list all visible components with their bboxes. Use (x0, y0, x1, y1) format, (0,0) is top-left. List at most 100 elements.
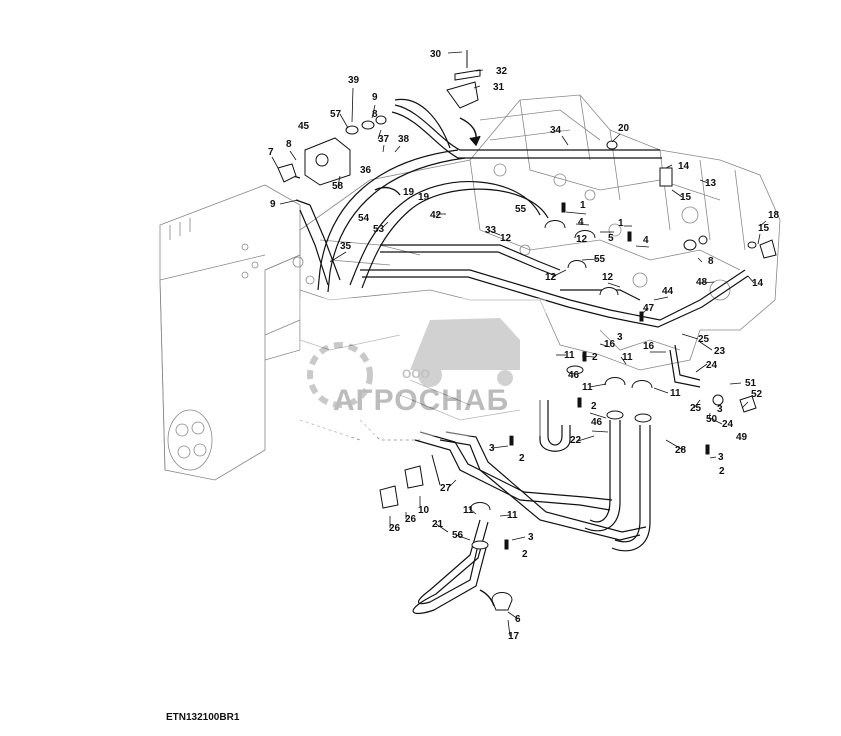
leader-line (757, 233, 761, 245)
callout-label: 11 (507, 510, 518, 521)
leader-line (699, 179, 709, 184)
callout-label: 24 (722, 419, 734, 430)
leader-line (599, 343, 611, 348)
leader-line (611, 133, 621, 143)
callout-label: 3 (489, 443, 495, 454)
leader-line (665, 439, 684, 451)
leader-line (577, 435, 595, 442)
leader-line (729, 382, 742, 385)
leader-line (607, 282, 621, 288)
leader-line (435, 523, 449, 533)
leader-line (581, 258, 598, 261)
leader-line (447, 479, 457, 489)
callout-label: 25 (690, 403, 702, 414)
callout-label: 7 (268, 147, 274, 158)
callout-label: 4 (578, 217, 584, 228)
leader-line (699, 341, 713, 351)
callout-label: 34 (550, 125, 562, 136)
callout-label: 38 (398, 134, 410, 145)
callout-label: 53 (373, 224, 385, 235)
callout-label: 22 (570, 435, 582, 446)
leader-line (697, 257, 703, 263)
callout-label: 47 (643, 303, 655, 314)
leader-line (473, 85, 481, 89)
callout-label: 28 (675, 445, 687, 456)
callout-label: 49 (736, 432, 748, 443)
callout-label: 19 (418, 192, 430, 203)
leader-line (329, 251, 347, 263)
leader-line (671, 189, 683, 198)
callout-label: 42 (430, 210, 442, 221)
leader-line (289, 150, 297, 161)
leader-line (665, 164, 673, 169)
callout-label: 13 (705, 178, 717, 189)
callout-label: 57 (330, 109, 342, 120)
leader-line (507, 611, 519, 620)
callout-label: 1 (618, 218, 624, 229)
leader-line (681, 333, 699, 340)
leader-line (499, 514, 511, 517)
leader-line (709, 417, 723, 425)
callout-label: 21 (432, 519, 444, 530)
leader-line (693, 399, 701, 409)
callout-label: 17 (508, 631, 520, 642)
callout-label: 6 (515, 614, 521, 625)
leader-line (382, 144, 385, 153)
callout-label: 3 (718, 452, 724, 463)
callout-label: 5 (608, 233, 614, 244)
leader-line (747, 275, 755, 284)
callout-label: 2 (592, 352, 598, 363)
callout-label: 35 (340, 241, 352, 252)
callout-label: 44 (662, 286, 674, 297)
leader-line (589, 383, 607, 388)
callout-label: 55 (594, 254, 606, 265)
callout-label: 18 (768, 210, 780, 221)
leader-line (708, 412, 711, 420)
callout-label: 11 (670, 388, 681, 399)
leader-line (339, 113, 349, 129)
small-parts (277, 50, 777, 611)
leader-line (741, 401, 749, 409)
callout-label: 26 (405, 514, 417, 525)
leader-line (469, 508, 477, 515)
harvester-logo-icon (410, 318, 520, 387)
leader-lines (271, 51, 767, 637)
leader-line (491, 445, 509, 449)
leader-line (507, 619, 511, 637)
assembly-arrows (374, 117, 495, 607)
callout-label: 14 (752, 278, 764, 289)
callout-label: 52 (751, 389, 763, 400)
callout-label: 2 (591, 401, 597, 412)
callout-label: 24 (706, 360, 718, 371)
callout-label: 33 (485, 225, 497, 236)
callout-label: 12 (576, 234, 588, 245)
callout-label: 10 (418, 505, 430, 516)
callout-label: 16 (643, 341, 655, 352)
watermark-small-text: ООО (402, 367, 430, 381)
leader-line (565, 211, 587, 215)
leader-line (561, 135, 569, 146)
callout-label: 2 (522, 549, 528, 560)
leader-line (620, 356, 627, 365)
callout-label: 11 (564, 350, 575, 361)
callout-label: 31 (493, 82, 505, 93)
callout-label: 58 (332, 181, 344, 192)
callout-label: 2 (519, 453, 525, 464)
callout-label: 39 (348, 75, 360, 86)
callout-label: 2 (719, 466, 725, 477)
callout-label: 9 (372, 92, 378, 103)
callout-label: 8 (708, 256, 714, 267)
callout-label: 11 (582, 382, 593, 393)
leader-line (759, 220, 767, 227)
callout-label: 3 (717, 404, 723, 415)
callout-label: 46 (568, 370, 580, 381)
hydraulic-lines (279, 98, 749, 615)
callout-label: 12 (602, 272, 614, 283)
leader-line (351, 87, 354, 123)
callout-label: 23 (714, 346, 726, 357)
callout-label: 36 (360, 165, 372, 176)
leader-line (653, 296, 669, 301)
leader-line (394, 145, 401, 153)
